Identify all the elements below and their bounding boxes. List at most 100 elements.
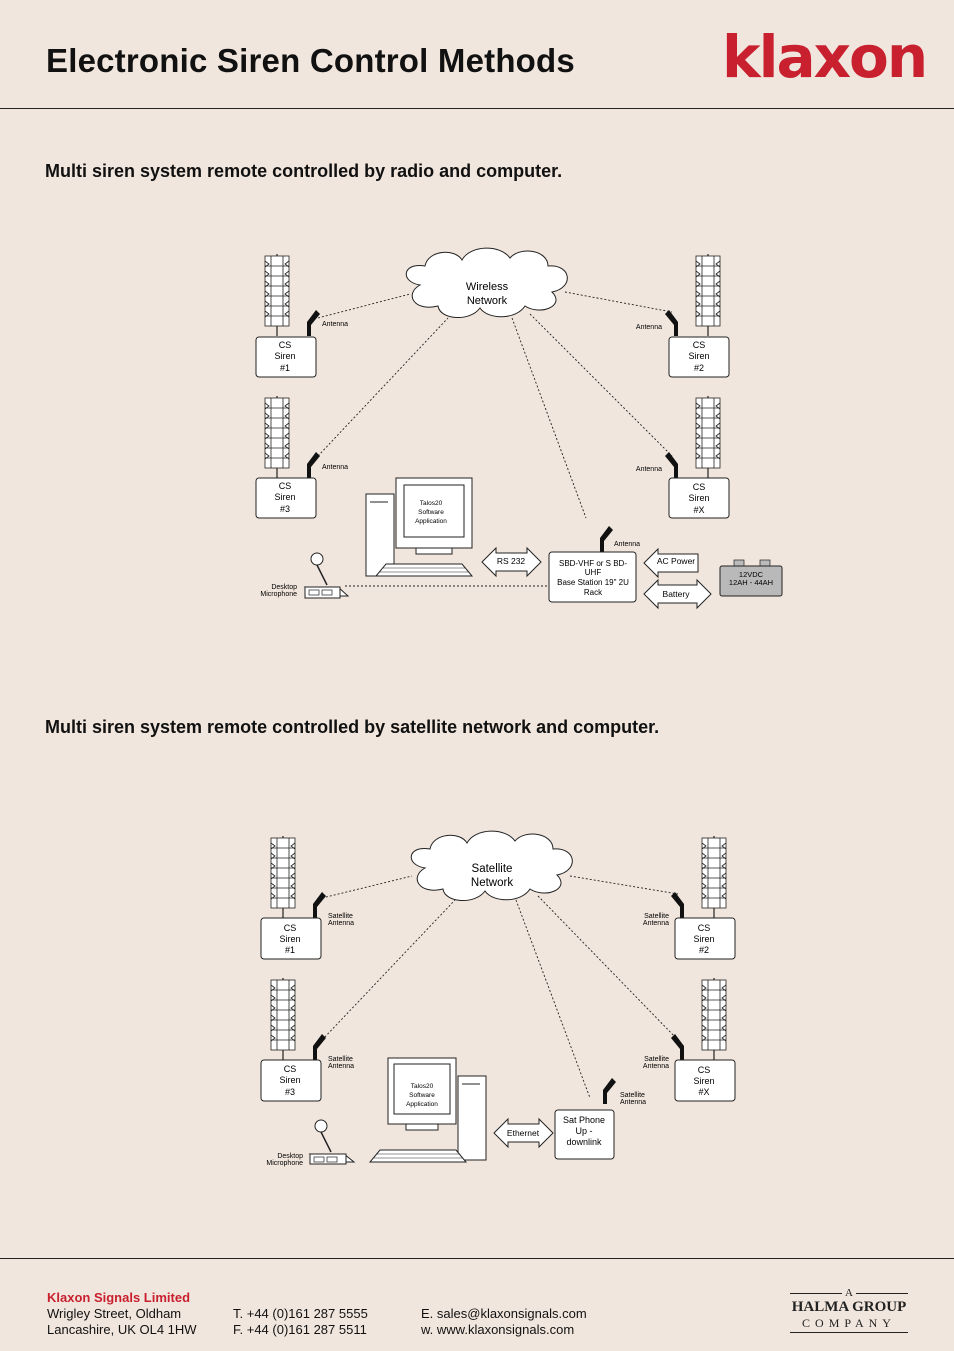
cloud-label: Wireless [466, 281, 509, 293]
svg-text:Application: Application [415, 518, 447, 525]
svg-text:AC Power: AC Power [657, 556, 695, 566]
svg-text:Antenna: Antenna [328, 1063, 354, 1070]
wireless-links [317, 291, 673, 587]
siren-2: Antenna CS Siren #2 [636, 253, 730, 378]
svg-text:#3: #3 [280, 504, 290, 514]
svg-text:Satellite: Satellite [644, 913, 669, 920]
svg-text:Siren: Siren [693, 1076, 714, 1086]
svg-text:CS: CS [279, 340, 292, 350]
svg-text:CS: CS [279, 481, 292, 491]
svg-text:Desktop: Desktop [277, 1153, 303, 1160]
svg-text:12AH - 44AH: 12AH - 44AH [729, 578, 773, 587]
svg-text:Network: Network [471, 877, 513, 889]
svg-text:SBD-VHF or S BD-: SBD-VHF or S BD- [559, 559, 627, 568]
fax: F. +44 (0)161 287 5511 [233, 1322, 367, 1337]
wireless-network-cloud: Wireless Network [405, 247, 568, 318]
siren-3: Satellite Antenna CS Siren #3 [260, 977, 354, 1102]
svg-text:CS: CS [693, 340, 706, 350]
svg-text:#X: #X [698, 1087, 709, 1097]
svg-text:Siren: Siren [688, 493, 709, 503]
svg-text:Desktop: Desktop [271, 584, 297, 591]
svg-text:Antenna: Antenna [643, 920, 669, 927]
svg-text:CS: CS [698, 923, 711, 933]
computer-workstation: Talos20 Software Application [365, 477, 473, 577]
svg-text:Antenna: Antenna [328, 920, 354, 927]
satellite-network-diagram: Satellite Network Satellite Antenna CS S… [260, 830, 736, 1167]
satellite-links [321, 875, 679, 1099]
halma-group-text: HALMA GROUP [791, 1299, 907, 1315]
svg-text:Siren: Siren [688, 351, 709, 361]
svg-text:Siren: Siren [279, 934, 300, 944]
siren-1: Antenna CS Siren #1 [255, 253, 348, 378]
svg-text:12VDC: 12VDC [739, 570, 764, 579]
footer-address: Klaxon Signals Limited Wrigley Street, O… [47, 1290, 197, 1338]
svg-text:downlink: downlink [566, 1137, 602, 1147]
svg-text:Talos20: Talos20 [420, 500, 443, 507]
website-link[interactable]: w. www.klaxonsignals.com [421, 1322, 575, 1337]
footer-divider [0, 1258, 954, 1259]
ethernet-link: Ethernet [493, 1117, 554, 1149]
antenna-label: Antenna [636, 324, 662, 331]
svg-text:CS: CS [284, 923, 297, 933]
klaxon-logo: klaxon [722, 23, 928, 91]
svg-text:#3: #3 [285, 1087, 295, 1097]
address-line: Wrigley Street, Oldham [47, 1306, 182, 1321]
svg-text:CS: CS [693, 482, 706, 492]
sat-phone: Satellite Antenna Sat Phone Up - downlin… [554, 1078, 646, 1160]
header-divider [0, 108, 954, 109]
svg-text:Rack: Rack [584, 588, 603, 597]
satellite-network-cloud: Satellite Network [410, 830, 573, 901]
svg-text:Sat Phone: Sat Phone [563, 1115, 605, 1125]
antenna-label: Antenna [636, 466, 662, 473]
halma-a: A [842, 1287, 856, 1299]
svg-text:Microphone: Microphone [260, 591, 297, 598]
siren-x: Antenna CS Siren #X [636, 395, 730, 519]
radio-network-diagram: Wireless Network Antenna CS Siren #1 Ant… [255, 247, 783, 610]
svg-text:Ethernet: Ethernet [507, 1128, 540, 1138]
svg-text:Software: Software [418, 509, 444, 516]
company-name: Klaxon Signals Limited [47, 1290, 191, 1305]
svg-text:Satellite: Satellite [328, 1056, 353, 1063]
email-link[interactable]: E. sales@klaxonsignals.com [421, 1306, 587, 1321]
antenna-label: Antenna [614, 541, 640, 548]
svg-text:Satellite: Satellite [644, 1056, 669, 1063]
svg-text:Antenna: Antenna [620, 1099, 646, 1106]
svg-text:CS: CS [698, 1065, 711, 1075]
ac-power-arrow: AC Power [643, 547, 699, 579]
section2-heading: Multi siren system remote controlled by … [45, 717, 660, 737]
svg-text:Talos20: Talos20 [411, 1083, 434, 1090]
svg-text:Application: Application [406, 1101, 438, 1108]
svg-text:Satellite: Satellite [620, 1092, 645, 1099]
svg-text:#2: #2 [699, 945, 709, 955]
footer-phone: T. +44 (0)161 287 5555 F. +44 (0)161 287… [233, 1306, 368, 1338]
svg-text:Up -: Up - [575, 1126, 592, 1136]
svg-text:#2: #2 [694, 363, 704, 373]
svg-text:Siren: Siren [693, 934, 714, 944]
halma-group-logo: A HALMA GROUP COMPANY [790, 1287, 908, 1333]
antenna-label: Antenna [322, 464, 348, 471]
footer-contact: E. sales@klaxonsignals.com w. www.klaxon… [421, 1306, 587, 1338]
svg-text:#X: #X [693, 505, 704, 515]
svg-text:Microphone: Microphone [266, 1160, 303, 1167]
section1-heading: Multi siren system remote controlled by … [45, 161, 563, 181]
svg-text:Antenna: Antenna [643, 1063, 669, 1070]
svg-text:Siren: Siren [279, 1075, 300, 1085]
svg-text:CS: CS [284, 1064, 297, 1074]
siren-3: Antenna CS Siren #3 [255, 395, 348, 519]
battery-arrow: Battery [643, 578, 712, 610]
svg-text:RS 232: RS 232 [497, 556, 526, 566]
address-line: Lancashire, UK OL4 1HW [47, 1322, 197, 1337]
siren-x: Satellite Antenna CS Siren #X [643, 977, 736, 1102]
page-title: Electronic Siren Control Methods [46, 42, 575, 79]
svg-text:Satellite: Satellite [328, 913, 353, 920]
siren-2: Satellite Antenna CS Siren #2 [643, 835, 736, 960]
antenna-label: Antenna [322, 321, 348, 328]
computer-workstation: Talos20 Software Application [369, 1057, 487, 1163]
svg-text:Siren: Siren [274, 492, 295, 502]
siren-1: Satellite Antenna CS Siren #1 [260, 835, 354, 960]
svg-text:#1: #1 [280, 363, 290, 373]
rs232-link: RS 232 [481, 546, 542, 578]
base-station: Antenna SBD-VHF or S BD- UHF Base Statio… [548, 526, 640, 603]
svg-text:UHF: UHF [585, 568, 602, 577]
battery-unit: 12VDC 12AH - 44AH [719, 559, 783, 597]
